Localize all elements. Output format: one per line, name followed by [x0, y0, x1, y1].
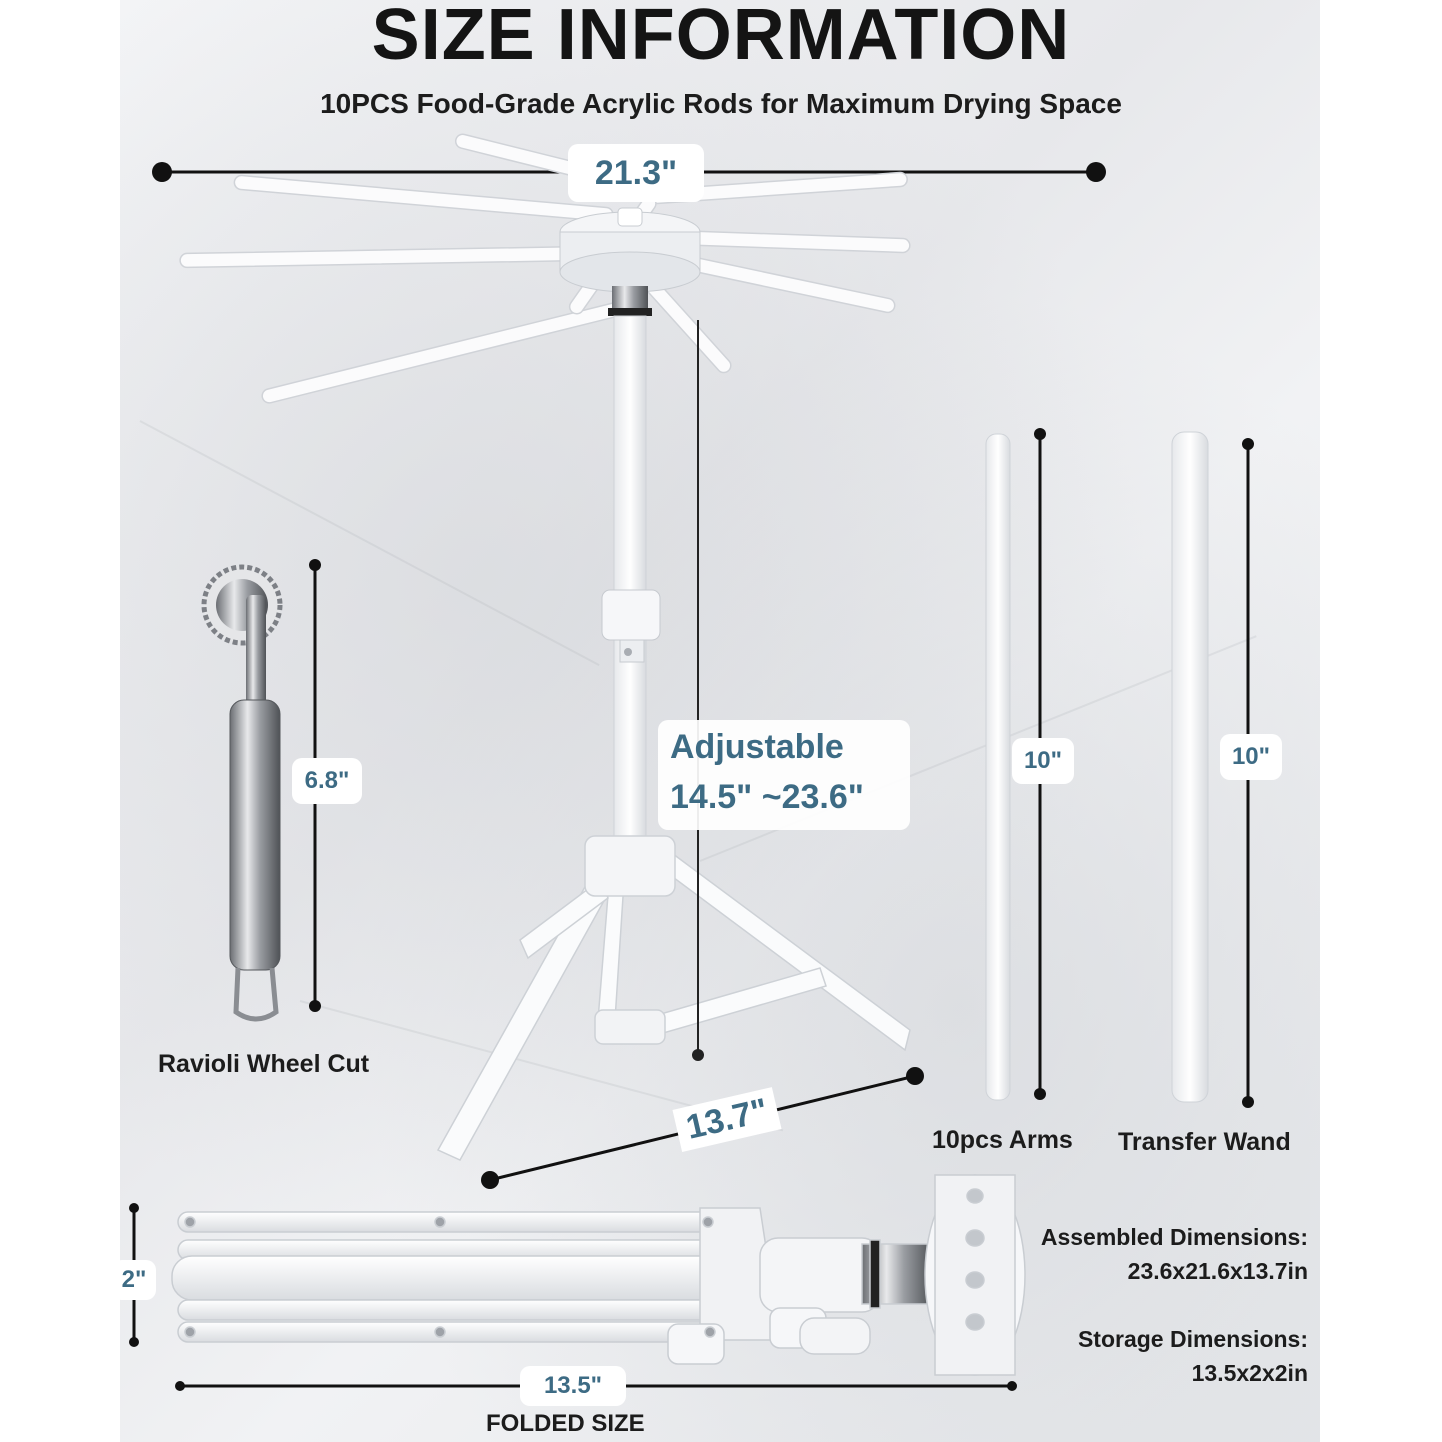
- arm-rod: [985, 433, 1011, 1101]
- ravioli-caption: Ravioli Wheel Cut: [158, 1050, 370, 1078]
- pole-clamp: [601, 589, 661, 663]
- folded-height-label: 2": [112, 1260, 156, 1300]
- top-width-label: 21.3": [568, 144, 704, 202]
- rack-hub: [559, 207, 701, 316]
- height-guide-dot: [692, 1049, 704, 1061]
- adjustable-title: Adjustable: [670, 728, 844, 766]
- arm-length-label: 10": [1012, 738, 1074, 784]
- rack-arms: [179, 133, 911, 404]
- cutter-length-label: 6.8": [292, 758, 362, 804]
- page-title: SIZE INFORMATION: [371, 0, 1071, 75]
- folded-rack-illustration: [171, 1174, 1026, 1376]
- storage-dimensions-value: 13.5x2x2in: [1191, 1360, 1308, 1386]
- storage-dimensions-label: Storage Dimensions:: [1077, 1326, 1308, 1352]
- ravioli-cutter-illustration: [201, 564, 283, 1022]
- center-pole: [613, 315, 647, 847]
- adjustable-range: 14.5" ~23.6": [670, 778, 864, 816]
- folded-length-label: 13.5": [520, 1366, 626, 1406]
- adjustable-height-label: Adjustable 14.5" ~23.6": [658, 720, 910, 830]
- page-subtitle: 10PCS Food-Grade Acrylic Rods for Maximu…: [320, 88, 1122, 119]
- transfer-wand-rod: [1171, 431, 1209, 1103]
- wand-caption: Transfer Wand: [1118, 1128, 1291, 1156]
- wand-length-label: 10": [1220, 734, 1282, 780]
- arms-caption: 10pcs Arms: [932, 1126, 1073, 1154]
- assembled-dimensions-label: Assembled Dimensions:: [1040, 1224, 1308, 1250]
- tripod-legs: [436, 835, 911, 1161]
- assembled-dimensions-value: 23.6x21.6x13.7in: [1127, 1258, 1308, 1284]
- folded-caption: FOLDED SIZE: [486, 1410, 645, 1437]
